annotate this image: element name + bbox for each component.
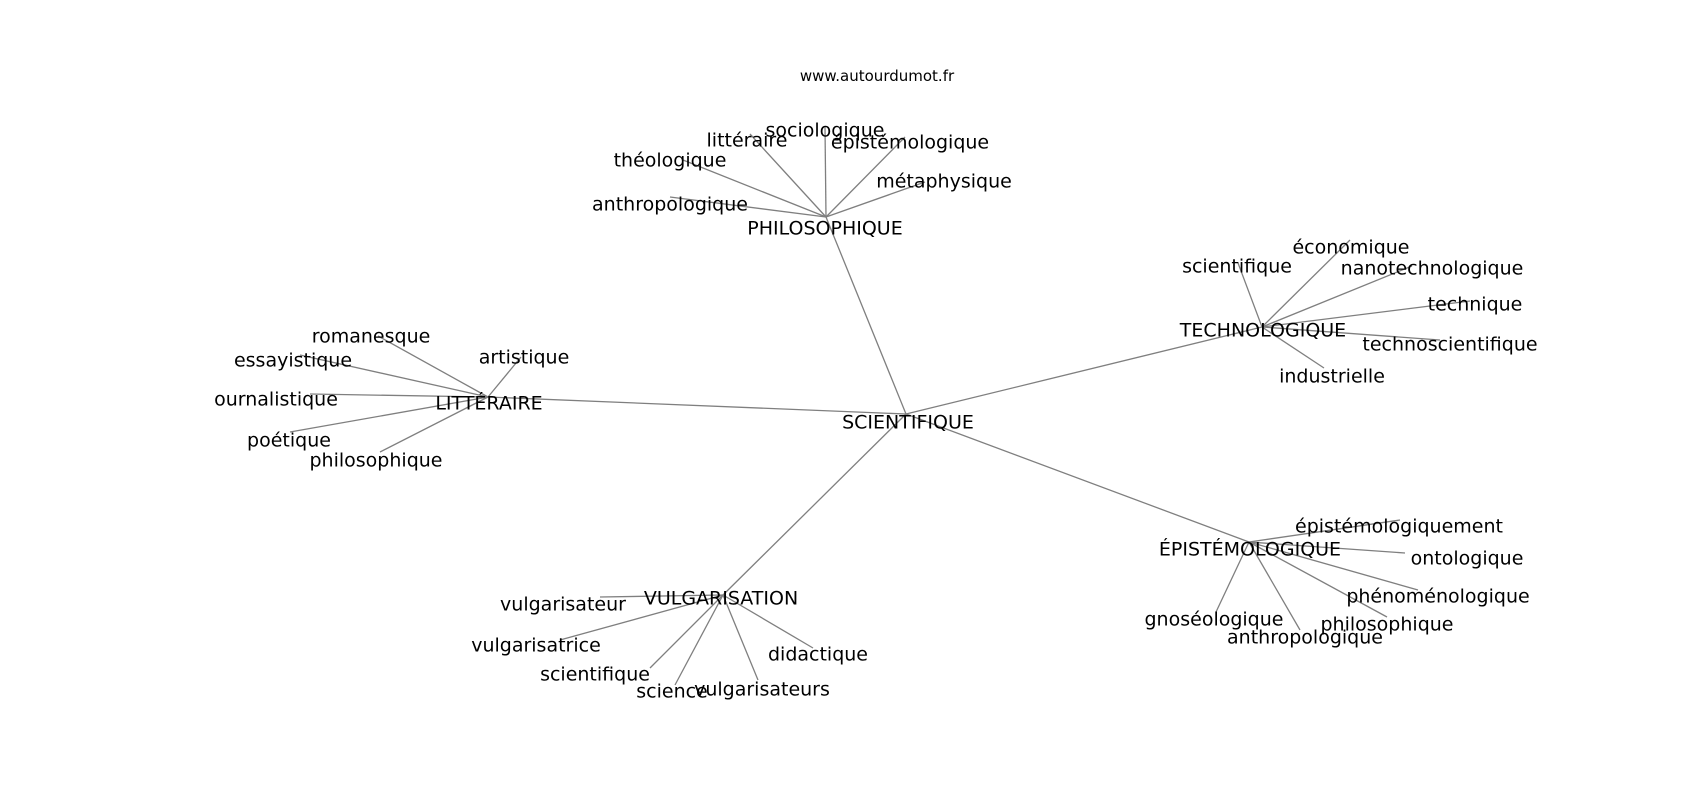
- node-epistemologique-epistemologiquement: épistémologiquement: [1295, 516, 1503, 538]
- node-philosophique-theologique: théologique: [614, 150, 727, 172]
- edge-litteraire-poetique: [289, 396, 489, 433]
- edge-philosophique-litteraire: [749, 133, 827, 218]
- edge-scientifique-philosophique: [825, 216, 907, 415]
- edge-litteraire-artistique: [487, 356, 522, 398]
- edge-philosophique-metaphysique: [825, 181, 926, 218]
- node-epistemologique-ontologique: ontologique: [1411, 548, 1524, 570]
- edge-technologique-industrielle: [1261, 326, 1325, 369]
- node-epistemologique-anthropologique: anthropologique: [1227, 627, 1383, 649]
- edge-epistemologique-phenomenologique: [1248, 541, 1419, 591]
- node-technologique-economique: économique: [1292, 237, 1409, 259]
- edge-litteraire-philosophique: [379, 396, 489, 453]
- edge-philosophique-sociologique: [824, 126, 827, 218]
- edge-scientifique-vulgarisation: [722, 413, 907, 596]
- node-vulgarisation-vulgarisateurs: vulgarisateurs: [694, 679, 830, 701]
- node-vulgarisation-science: science: [636, 681, 708, 703]
- node-technologique-technoscientifique: technoscientifique: [1362, 334, 1537, 356]
- node-litteraire-journalistique: ournalistique: [214, 389, 338, 411]
- node-litteraire-essayistique: essayistique: [234, 350, 352, 372]
- node-philosophique: PHILOSOPHIQUE: [747, 218, 902, 240]
- edge-scientifique-epistemologique: [905, 413, 1250, 543]
- node-technologique-industrielle: industrielle: [1279, 366, 1385, 388]
- node-philosophique-metaphysique: métaphysique: [876, 171, 1012, 193]
- node-scientifique: SCIENTIFIQUE: [842, 412, 974, 434]
- graph-labels: www.autourdumot.fr SCIENTIFIQUE PHILOSOPH…: [214, 67, 1537, 703]
- node-technologique: TECHNOLOGIQUE: [1179, 320, 1346, 342]
- edge-philosophique-epistemologique: [825, 136, 906, 218]
- node-vulgarisation: VULGARISATION: [644, 588, 798, 610]
- node-philosophique-epistemologique: épistémologique: [831, 132, 989, 154]
- node-epistemologique-philosophique: philosophique: [1321, 614, 1454, 636]
- edge-technologique-scientifique: [1237, 262, 1263, 328]
- edge-vulgarisation-vulgarisatrice: [559, 594, 724, 641]
- node-technologique-technique: technique: [1428, 294, 1523, 316]
- node-philosophique-anthropologique: anthropologique: [592, 194, 748, 216]
- node-litteraire-romanesque: romanesque: [312, 326, 431, 348]
- node-litteraire-poetique: poétique: [247, 430, 331, 452]
- node-epistemologique-gnoseologique: gnoséologique: [1145, 609, 1284, 631]
- node-litteraire-philosophique: philosophique: [310, 450, 443, 472]
- edge-vulgarisation-didactique: [722, 594, 814, 649]
- edge-vulgarisation-scientifique: [649, 594, 724, 669]
- edge-technologique-technique: [1261, 300, 1471, 328]
- node-philosophique-sociologique: sociologique: [766, 120, 885, 142]
- node-litteraire-artistique: artistique: [479, 347, 570, 369]
- node-epistemologique-phenomenologique: phénoménologique: [1346, 586, 1529, 608]
- node-technologique-nanotechnologique: nanotechnologique: [1341, 258, 1524, 280]
- graph-edges: [289, 126, 1471, 686]
- edge-scientifique-technologique: [905, 326, 1263, 415]
- edge-epistemologique-epistemologiquement: [1248, 519, 1401, 543]
- edge-litteraire-essayistique: [299, 354, 489, 398]
- node-vulgarisation-didactique: didactique: [768, 644, 868, 666]
- edge-epistemologique-anthropologique: [1248, 541, 1301, 631]
- edge-vulgarisation-vulgarisateur: [599, 594, 724, 598]
- edge-scientifique-litteraire: [487, 396, 907, 415]
- edge-technologique-nanotechnologique: [1261, 265, 1413, 328]
- node-philosophique-litteraire: littéraire: [707, 130, 788, 152]
- edge-vulgarisation-science: [674, 594, 724, 686]
- edge-epistemologique-ontologique: [1248, 541, 1406, 554]
- edge-technologique-economique: [1261, 239, 1351, 328]
- node-litteraire: LITTÉRAIRE: [435, 392, 542, 415]
- watermark: www.autourdumot.fr: [800, 67, 955, 85]
- edge-philosophique-anthropologique: [669, 196, 827, 218]
- node-technologique-scientifique: scientifique: [1182, 256, 1292, 278]
- edge-epistemologique-philosophique: [1248, 541, 1388, 618]
- node-vulgarisation-vulgarisatrice: vulgarisatrice: [471, 635, 601, 657]
- edge-vulgarisation-vulgarisateurs: [722, 594, 759, 681]
- node-vulgarisation-vulgarisateur: vulgarisateur: [500, 594, 626, 616]
- edge-technologique-technoscientifique: [1261, 326, 1441, 341]
- edge-philosophique-theologique: [682, 159, 827, 218]
- node-epistemologique: ÉPISTÉMOLOGIQUE: [1159, 538, 1341, 561]
- edge-epistemologique-gnoseologique: [1215, 541, 1250, 613]
- node-vulgarisation-scientifique: scientifique: [540, 664, 650, 686]
- edge-litteraire-journalistique: [309, 393, 489, 398]
- edge-litteraire-romanesque: [377, 335, 489, 398]
